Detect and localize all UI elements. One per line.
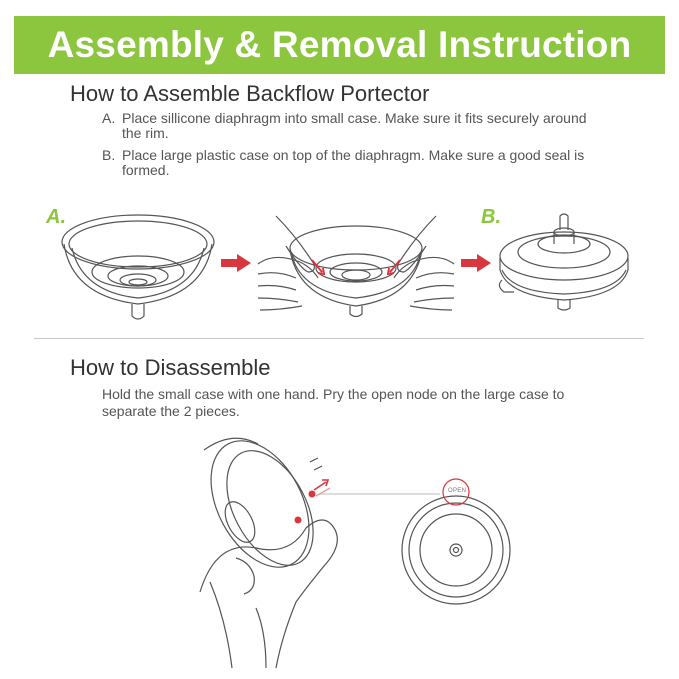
step-a-text: Place sillicone diaphragm into small cas…: [122, 110, 587, 141]
case-top-view-illustration: [401, 478, 511, 605]
open-tag: OPEN: [448, 488, 467, 494]
small-case-illustration: [61, 214, 215, 320]
assemble-heading: How to Assemble Backflow Portector: [70, 81, 430, 106]
label-b: B.: [481, 206, 501, 228]
title-banner: Assembly & Removal Instruction: [14, 16, 665, 74]
disassemble-heading: How to Disassemble: [70, 355, 271, 380]
hand-prying-illustration: [199, 437, 338, 669]
assemble-steps: A. Place sillicone diaphragm into small …: [102, 111, 602, 185]
step-a: A. Place sillicone diaphragm into small …: [102, 111, 602, 141]
section-divider: [34, 338, 644, 339]
arrow-right-icon: [461, 254, 491, 272]
label-a: A.: [46, 206, 66, 228]
assembled-protector-illustration: [498, 213, 629, 311]
step-b: B. Place large plastic case on top of th…: [102, 148, 602, 178]
page-title: Assembly & Removal Instruction: [47, 24, 632, 65]
disassemble-text: Hold the small case with one hand. Pry t…: [102, 386, 565, 419]
step-a-letter: A.: [102, 110, 116, 126]
step-b-text: Place large plastic case on top of the d…: [122, 147, 585, 178]
step-b-letter: B.: [102, 147, 116, 163]
leader-line: [320, 493, 440, 495]
arrow-right-icon: [221, 254, 251, 272]
hands-pressing-illustration: [257, 215, 455, 318]
